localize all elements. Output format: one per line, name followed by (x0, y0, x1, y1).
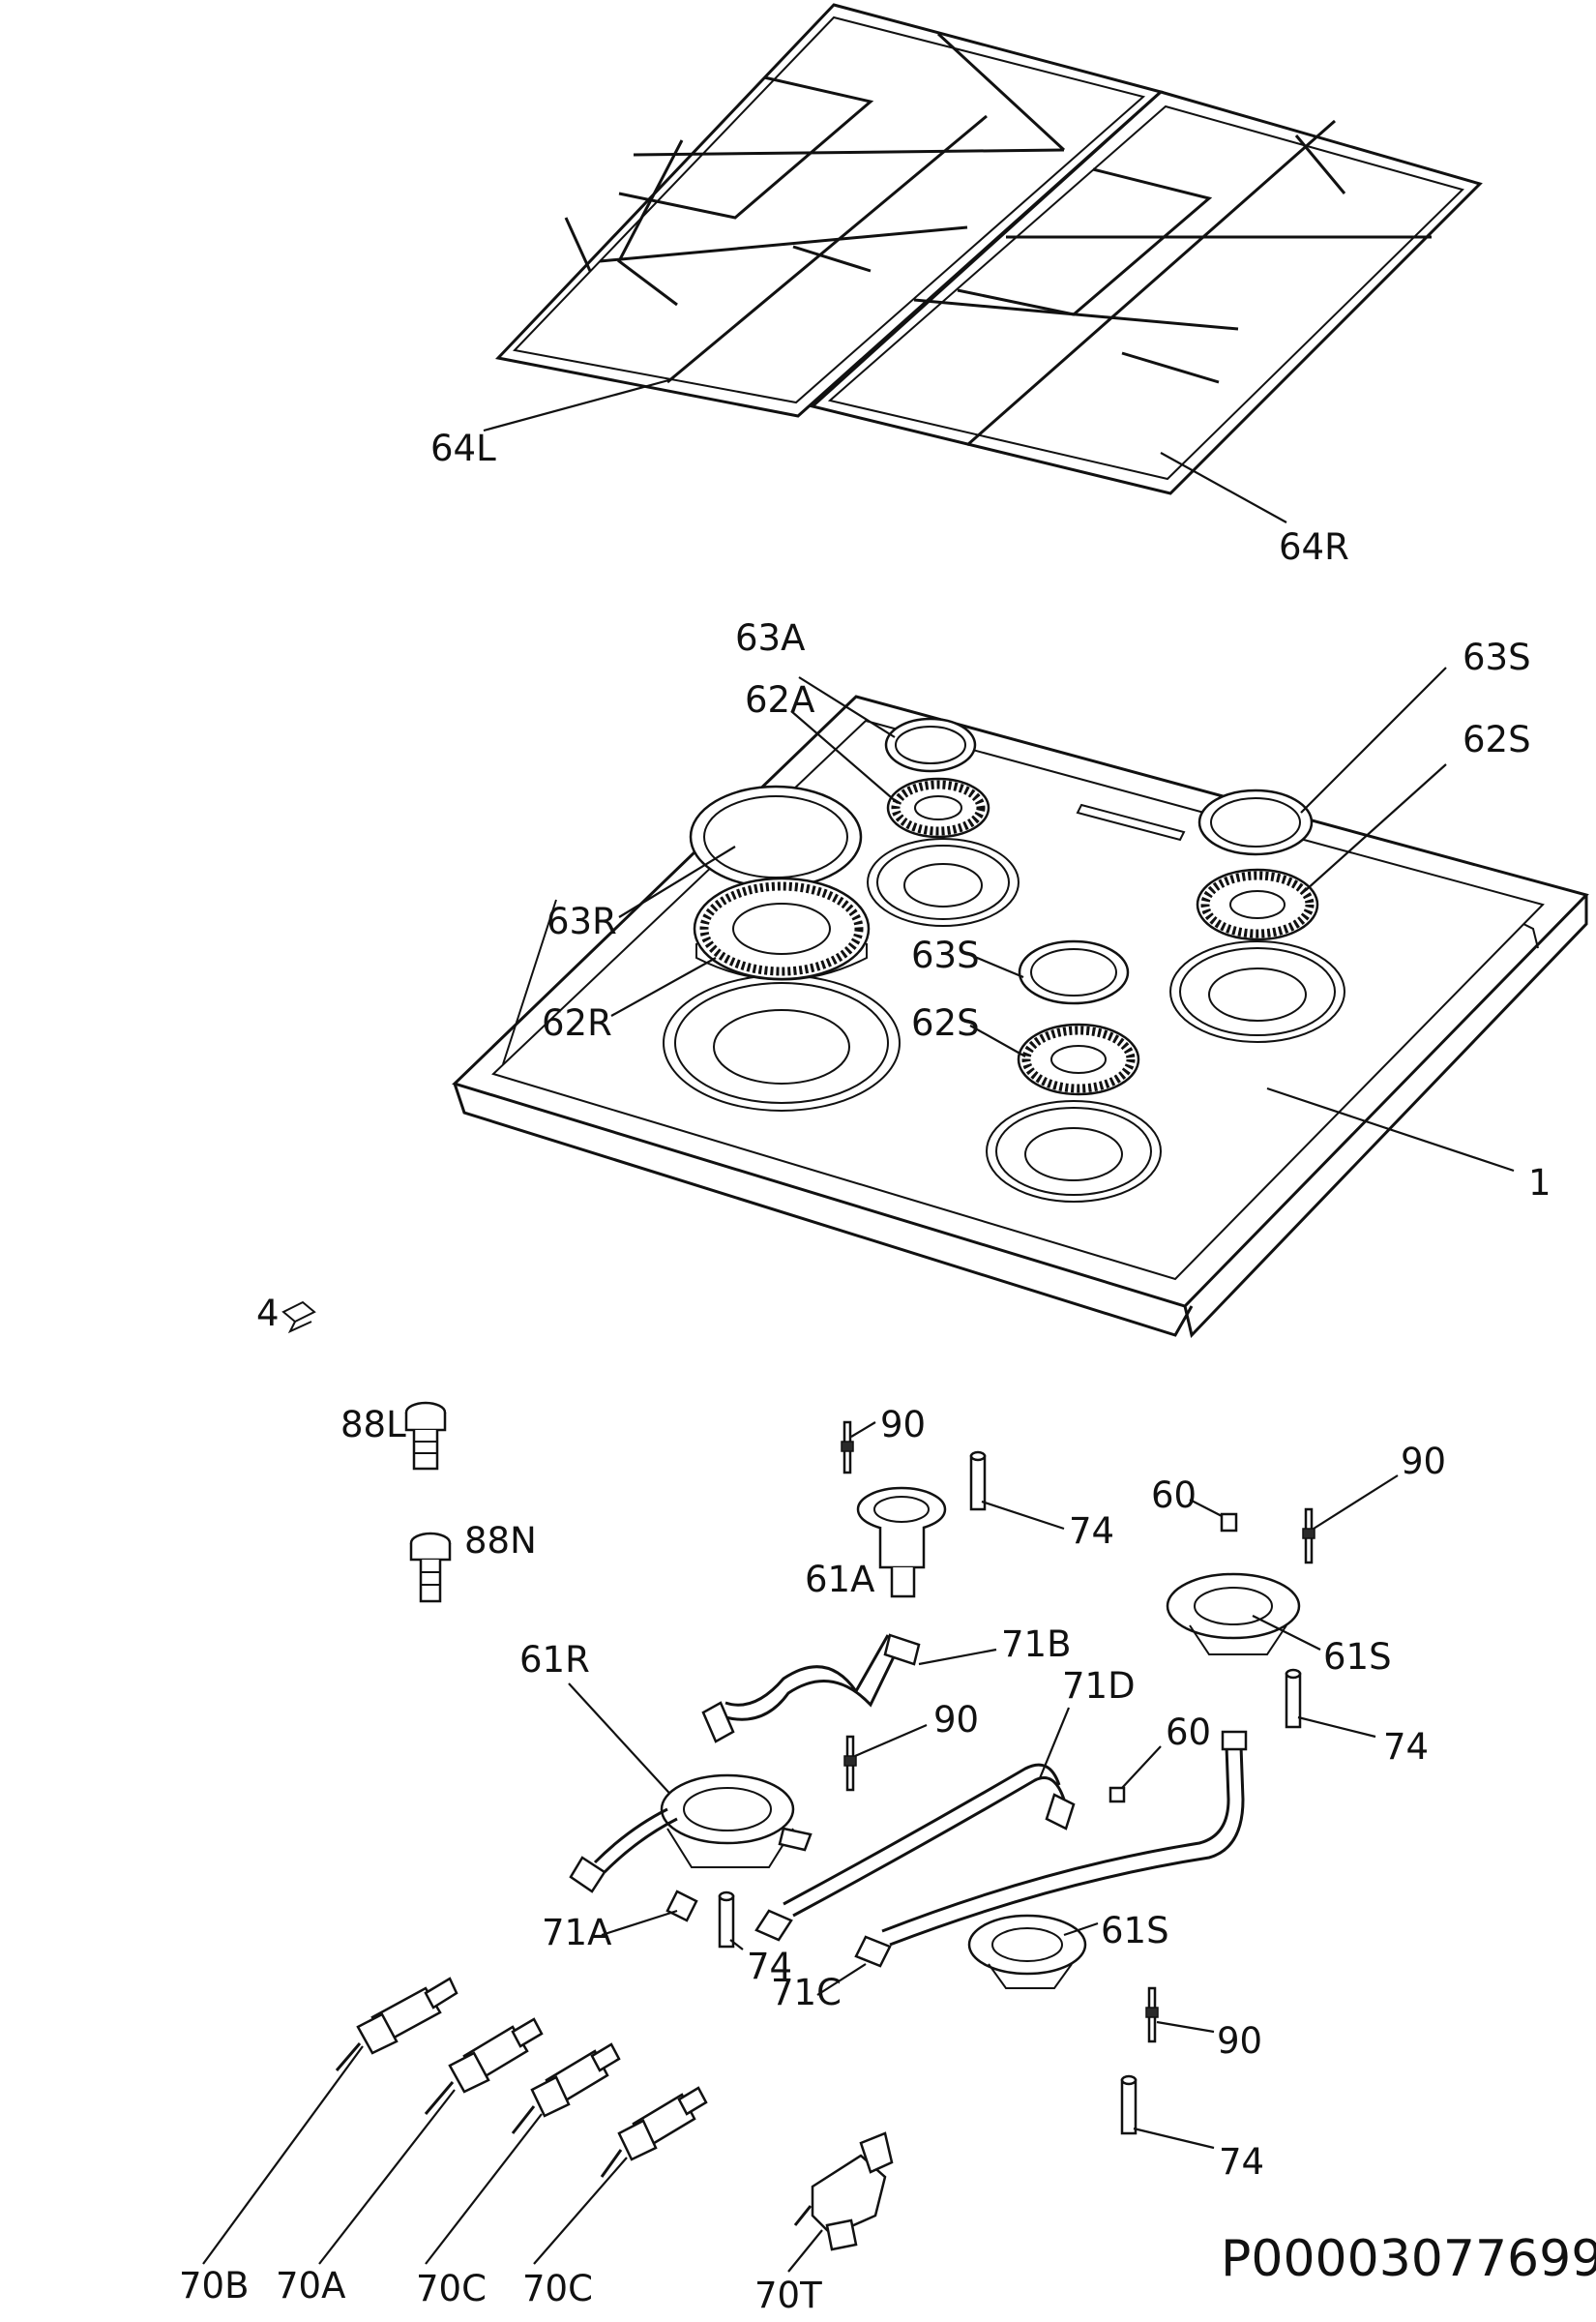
hob-burner-seat-aux (867, 838, 1020, 927)
thermocouple-90-bottom[interactable] (1145, 1986, 1159, 2043)
label-cap-r: 63R (547, 901, 617, 942)
label-nut-mid: 60 (1166, 1712, 1211, 1753)
burner-cup-61S-top[interactable] (1166, 1572, 1301, 1655)
label-ignition-a: 74 (1069, 1510, 1114, 1552)
burner-cap-63R[interactable] (689, 785, 863, 889)
label-thermo-bottom: 90 (1217, 2020, 1262, 2062)
label-cup-r: 61R (519, 1639, 590, 1681)
label-crown-a: 62A (745, 679, 814, 721)
label-cup-a: 61A (805, 1559, 874, 1600)
label-tap-b: 70B (179, 2265, 249, 2307)
label-thermo-a: 90 (880, 1404, 926, 1445)
hob-burner-seat-front (986, 1100, 1162, 1203)
label-pipe-a: 71A (542, 1912, 611, 1953)
gas-tap-70T[interactable] (793, 2131, 894, 2251)
label-tap-t: 70T (754, 2275, 822, 2316)
thermocouple-90-a[interactable] (841, 1420, 854, 1474)
nozzle-88L[interactable] (404, 1401, 447, 1471)
label-crown-r: 62R (542, 1002, 612, 1044)
drawing-code: P00003077699 (1221, 2230, 1596, 2288)
ignition-plug-74-mid[interactable] (718, 1890, 735, 1949)
clip-4[interactable] (281, 1300, 316, 1334)
pan-support-right-64R[interactable] (809, 90, 1483, 495)
gas-tap-70C-1[interactable] (511, 2042, 621, 2134)
gas-tap-70B[interactable] (335, 1977, 458, 2071)
nut-60-mid[interactable] (1108, 1786, 1126, 1803)
burner-crown-62S-mid[interactable] (1017, 1023, 1140, 1096)
burner-cap-63S-top[interactable] (1197, 789, 1314, 856)
gas-pipe-71B[interactable] (701, 1633, 921, 1743)
thermocouple-90-top-right[interactable] (1302, 1507, 1315, 1564)
label-cup-s-top: 61S (1323, 1636, 1392, 1678)
nut-60-top[interactable] (1220, 1512, 1238, 1533)
label-pipe-d: 71D (1062, 1665, 1136, 1707)
label-cup-s-bottom: 61S (1101, 1910, 1169, 1951)
label-tap-a: 70A (276, 2265, 345, 2307)
hob-top-1[interactable] (452, 695, 1589, 1339)
hob-burner-seat-large (663, 974, 901, 1112)
burner-crown-62A[interactable] (886, 777, 990, 839)
label-tap-c2: 70C (522, 2268, 593, 2309)
label-crown-s-mid: 62S (911, 1002, 980, 1044)
label-nut-top: 60 (1151, 1474, 1197, 1516)
label-hob: 1 (1528, 1162, 1552, 1204)
ignition-plug-74-a[interactable] (969, 1450, 987, 1511)
gas-pipe-71A[interactable] (569, 1807, 698, 1922)
burner-cup-61S-bottom[interactable] (967, 1914, 1087, 1989)
burner-crown-62S-top[interactable] (1196, 868, 1319, 941)
label-tap-c1: 70C (416, 2268, 487, 2309)
burner-cap-63S-mid[interactable] (1018, 939, 1130, 1005)
burner-cap-63A[interactable] (884, 717, 977, 773)
hob-burner-seat-right (1169, 940, 1345, 1043)
label-ignition-bottom: 74 (1219, 2141, 1264, 2183)
label-nozzle-l: 88L (340, 1404, 406, 1445)
pan-support-left-64L[interactable] (495, 3, 1165, 418)
ignition-plug-74-bottom[interactable] (1120, 2074, 1138, 2135)
burner-cup-61R[interactable] (660, 1773, 813, 1868)
gas-tap-70A[interactable] (424, 2017, 544, 2115)
nozzle-88N[interactable] (409, 1532, 452, 1603)
label-cap-s-top: 63S (1463, 637, 1531, 678)
label-thermo-mid: 90 (933, 1699, 979, 1741)
gas-pipe-71C[interactable] (854, 1730, 1248, 1968)
label-clip: 4 (256, 1293, 280, 1334)
label-ignition-mid: 74 (747, 1946, 792, 1987)
label-pipe-b: 71B (1001, 1623, 1071, 1665)
label-grate-right: 64R (1279, 526, 1349, 568)
label-crown-s-top: 62S (1463, 719, 1531, 760)
gas-tap-70C-2[interactable] (600, 2086, 708, 2178)
label-nozzle-n: 88N (464, 1520, 537, 1562)
thermocouple-90-mid[interactable] (843, 1735, 857, 1792)
label-thermo-top-r: 90 (1401, 1441, 1446, 1482)
burner-crown-62R[interactable] (693, 877, 871, 981)
label-grate-left: 64L (430, 428, 496, 469)
label-cap-s-mid: 63S (911, 935, 980, 976)
ignition-plug-74-top-right[interactable] (1285, 1668, 1302, 1729)
label-ignition-top-r: 74 (1383, 1726, 1429, 1768)
label-cap-a: 63A (735, 617, 805, 659)
gas-pipe-71D[interactable] (754, 1763, 1076, 1942)
label-pipe-c: 71C (771, 1972, 842, 2013)
burner-cup-61A[interactable] (856, 1486, 947, 1598)
